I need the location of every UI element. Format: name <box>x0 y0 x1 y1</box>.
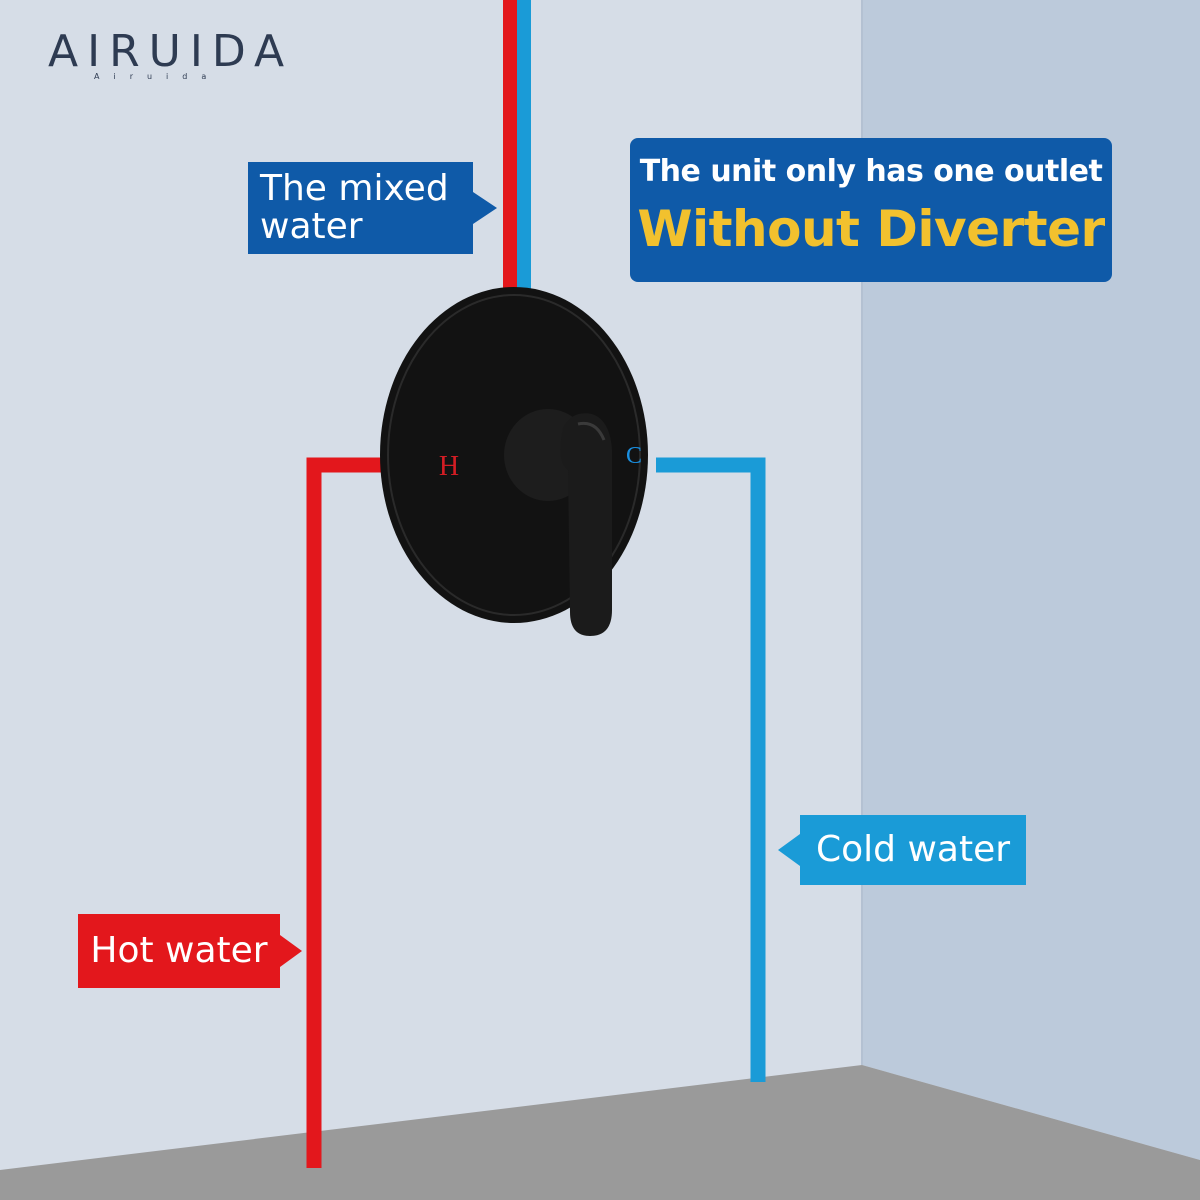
hot-mark: H <box>439 451 459 482</box>
brand-logo: AIRUIDA Airuida <box>48 26 318 82</box>
callout-line-2: Without Diverter <box>637 200 1105 258</box>
callout-line-1: The unit only has one outlet <box>639 154 1103 189</box>
mixed-outlet-pipe-hot <box>503 0 517 292</box>
valve-handle-highlight <box>577 421 606 441</box>
cold-water-pipe <box>656 457 766 1082</box>
hot-water-label: Hot water <box>78 914 302 988</box>
cold-mark: C <box>626 443 642 469</box>
valve-handle[interactable] <box>560 413 612 636</box>
mixed-outlet-pipe-cold <box>517 0 531 292</box>
hot-water-pipe <box>306 457 392 1168</box>
mixed-water-label: The mixed water <box>248 162 497 254</box>
outlet-callout: The unit only has one outlet Without Div… <box>630 138 1112 282</box>
brand-name: AIRUIDA <box>48 26 294 77</box>
brand-subtitle: Airuida <box>94 72 221 81</box>
cold-water-label: Cold water <box>778 815 1026 885</box>
valve-plate-rim <box>387 294 641 616</box>
floor <box>0 1065 1200 1200</box>
